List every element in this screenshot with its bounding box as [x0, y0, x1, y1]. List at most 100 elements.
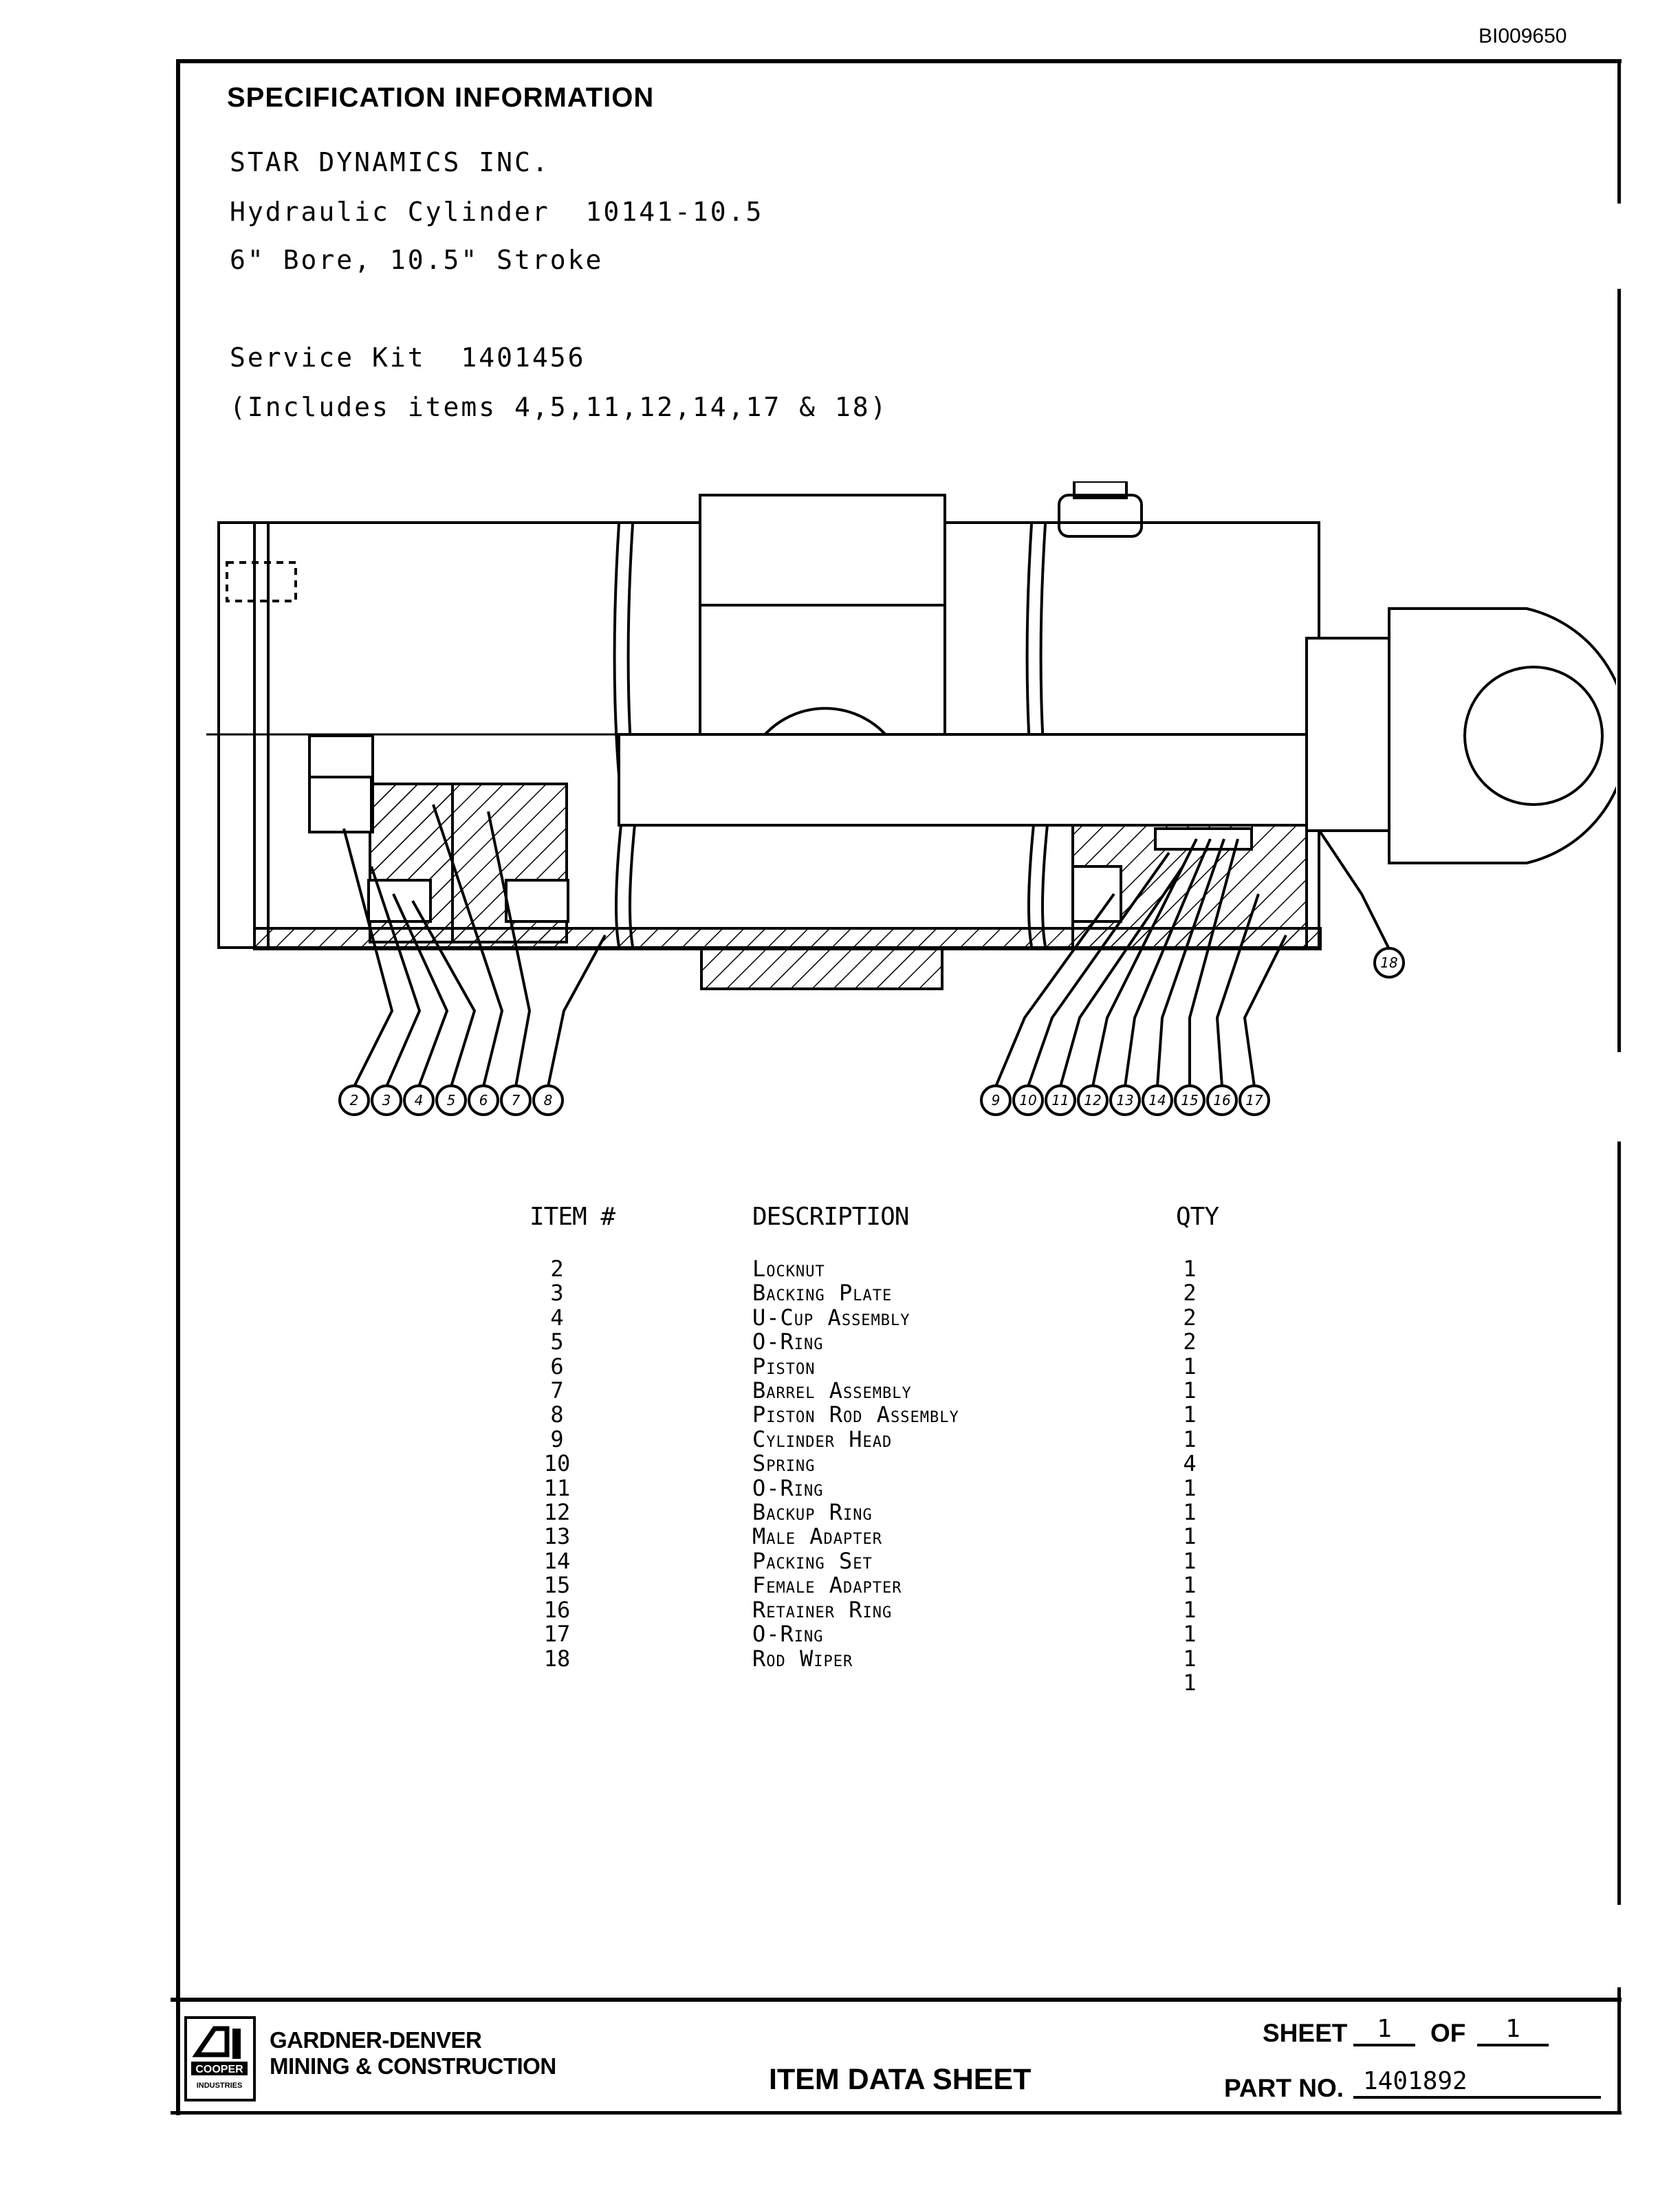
- callout-16: 16: [1213, 1092, 1230, 1109]
- footer-bottom-border: [171, 2111, 1622, 2115]
- part-no-label: PART NO.: [1224, 2074, 1344, 2102]
- description-header: DESCRIPTION: [752, 1203, 909, 1231]
- item-number: 12: [543, 1499, 571, 1526]
- document-id: BI009650: [1479, 25, 1567, 47]
- item-number: 8: [550, 1401, 564, 1428]
- callout-14: 14: [1148, 1092, 1166, 1109]
- callout-4: 4: [415, 1092, 424, 1109]
- item-number: 10: [543, 1450, 571, 1477]
- callout-6: 6: [479, 1092, 488, 1109]
- item-description: O-Ring: [752, 1621, 824, 1648]
- item-number: 15: [543, 1572, 571, 1599]
- of-label: OF: [1430, 2019, 1466, 2047]
- kit-includes: (Includes items 4,5,11,12,14,17 & 18): [230, 392, 888, 422]
- item-number: 7: [550, 1377, 564, 1404]
- item-description: Packing Set: [752, 1547, 873, 1574]
- parts-qty-column: QTY 1 2 2 2 1 1 1 1 4 1 1 1 1 1 1 1 1 1: [1176, 1205, 1219, 1695]
- item-description: Backup Ring: [752, 1499, 873, 1526]
- item-description: Male Adapter: [752, 1523, 883, 1550]
- item-number: 14: [543, 1547, 571, 1574]
- sheet-number: 1: [1353, 2015, 1415, 2046]
- logo-subtext: INDUSTRIES: [197, 2082, 243, 2090]
- item-description: Rod Wiper: [752, 1645, 853, 1672]
- callout-9: 9: [992, 1092, 1001, 1109]
- cooper-logo: COOPER INDUSTRIES: [184, 2016, 256, 2101]
- item-number: 18: [543, 1645, 571, 1672]
- item-description: O-Ring: [752, 1329, 824, 1355]
- callout-17: 17: [1245, 1092, 1263, 1109]
- callout-12: 12: [1084, 1092, 1101, 1109]
- item-qty: 1: [1183, 1621, 1197, 1648]
- item-description: Female Adapter: [752, 1572, 902, 1599]
- item-qty: 1: [1183, 1645, 1197, 1672]
- qty-header: QTY: [1176, 1203, 1219, 1231]
- item-number: 16: [543, 1596, 571, 1623]
- frame-right-border-segment: [1617, 59, 1621, 204]
- parts-description-column: DESCRIPTION Locknut Backing Plate U-Cup …: [752, 1205, 959, 1671]
- callout-11: 11: [1051, 1092, 1069, 1109]
- cylinder-cross-section-drawing: 2 3 4 5 6 7 8 9 10 11 12 13 14 15 16 17 …: [206, 481, 1616, 1116]
- item-qty: 1: [1183, 1499, 1197, 1526]
- item-description: Backing Plate: [752, 1280, 893, 1307]
- item-number: 4: [550, 1304, 564, 1331]
- item-number: 3: [550, 1280, 564, 1307]
- item-description: Retainer Ring: [752, 1596, 893, 1623]
- sheet-label: SHEET: [1263, 2019, 1348, 2047]
- callout-7: 7: [512, 1092, 521, 1109]
- callout-10: 10: [1019, 1092, 1036, 1109]
- item-qty: 1: [1183, 1596, 1197, 1623]
- callout-3: 3: [382, 1092, 391, 1109]
- callout-2: 2: [350, 1092, 359, 1109]
- item-qty: 1: [1183, 1669, 1197, 1696]
- item-qty: 1: [1183, 1353, 1197, 1379]
- callout-15: 15: [1181, 1092, 1198, 1109]
- callout-13: 13: [1116, 1092, 1133, 1109]
- item-description: Barrel Assembly: [752, 1377, 912, 1404]
- item-qty: 1: [1183, 1377, 1197, 1404]
- item-qty: 1: [1183, 1523, 1197, 1550]
- spec-title: SPECIFICATION INFORMATION: [227, 83, 655, 113]
- logo-text: COOPER: [195, 2064, 243, 2075]
- frame-top-border: [177, 59, 1622, 63]
- item-qty: 2: [1183, 1280, 1197, 1307]
- item-number: 17: [543, 1621, 571, 1648]
- item-qty: 1: [1183, 1547, 1197, 1574]
- item-number: 6: [550, 1353, 564, 1379]
- item-qty: 1: [1183, 1256, 1197, 1282]
- item-qty: 1: [1183, 1572, 1197, 1599]
- of-number: 1: [1477, 2015, 1549, 2046]
- callout-8: 8: [544, 1092, 553, 1109]
- callout-18: 18: [1380, 954, 1397, 971]
- item-number: 13: [543, 1523, 571, 1550]
- manufacturer: STAR DYNAMICS INC.: [230, 147, 550, 177]
- item-qty: 2: [1183, 1304, 1197, 1331]
- item-number: 5: [550, 1329, 564, 1355]
- item-description: Spring: [752, 1450, 816, 1477]
- company-name: GARDNER-DENVER MINING & CONSTRUCTION: [270, 2027, 556, 2079]
- item-qty: 1: [1183, 1426, 1197, 1452]
- company-line-1: GARDNER-DENVER: [270, 2027, 482, 2053]
- item-description: Piston Rod Assembly: [752, 1401, 959, 1428]
- frame-right-border-segment: [1617, 1987, 1621, 2111]
- item-number: 11: [543, 1474, 571, 1501]
- parts-item-column: ITEM # 2 3 4 5 6 7 8 9 10 11 12 13 14 15…: [530, 1205, 615, 1671]
- part-number: 1401892: [1353, 2067, 1601, 2099]
- item-number: 9: [550, 1426, 564, 1452]
- item-description: Cylinder Head: [752, 1426, 893, 1452]
- frame-right-border-segment: [1617, 1142, 1621, 1905]
- bore-stroke: 6" Bore, 10.5" Stroke: [230, 245, 604, 275]
- frame-left-border: [176, 59, 180, 2115]
- item-description: U-Cup Assembly: [752, 1304, 910, 1331]
- cylinder-model: Hydraulic Cylinder 10141-10.5: [230, 197, 764, 227]
- cooper-logo-mark-icon: COOPER INDUSTRIES: [191, 2026, 248, 2090]
- item-qty: 1: [1183, 1401, 1197, 1428]
- item-description: O-Ring: [752, 1474, 824, 1501]
- item-description: Locknut: [752, 1256, 825, 1282]
- sheet-title: ITEM DATA SHEET: [769, 2063, 1032, 2096]
- item-description: Piston: [752, 1353, 816, 1379]
- item-qty: 2: [1183, 1329, 1197, 1355]
- company-line-2: MINING & CONSTRUCTION: [270, 2053, 556, 2079]
- item-number: 2: [550, 1256, 564, 1282]
- callout-5: 5: [447, 1092, 456, 1109]
- frame-right-border-segment: [1617, 289, 1621, 1052]
